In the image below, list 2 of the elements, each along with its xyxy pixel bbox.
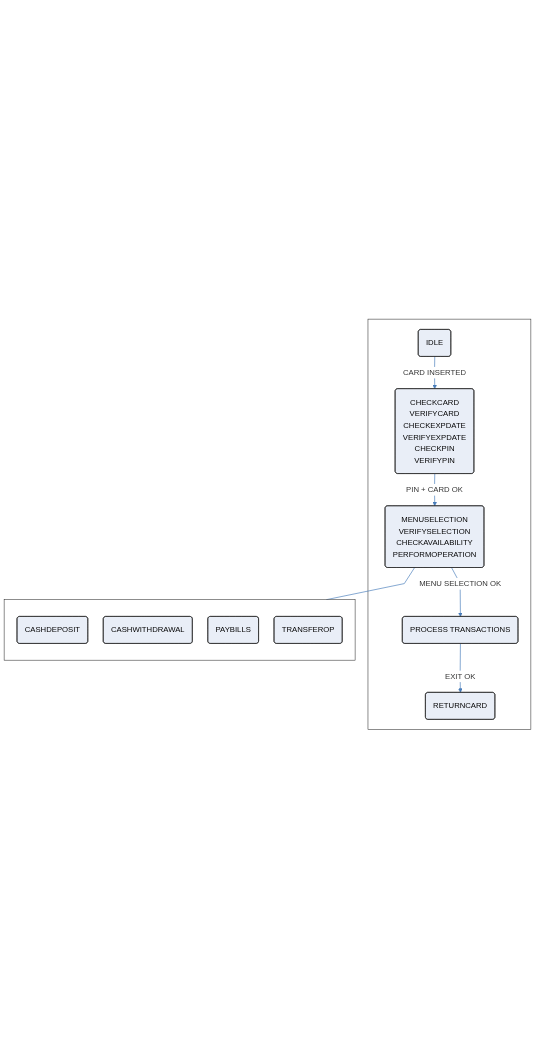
cluster [3,599,356,661]
cluster [367,318,532,731]
